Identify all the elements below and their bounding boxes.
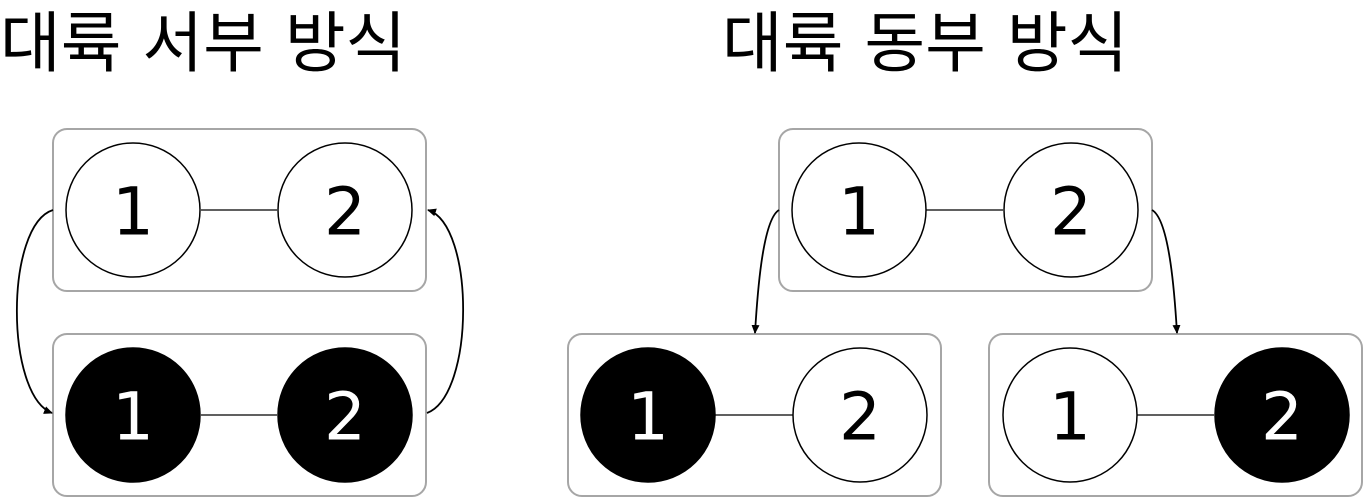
west-bottom-node-1: [65, 347, 201, 483]
west-top-node-2: [277, 142, 413, 278]
east-bottom-right-node-2: [1214, 347, 1350, 483]
east-top-node-1: [791, 142, 927, 278]
east-title: 대륙 동부 방식: [722, 5, 1128, 82]
east-bottom-left-node-2: [792, 347, 928, 483]
east-top-pair: 1 2: [778, 128, 1153, 292]
west-bottom-pair: 1 2: [52, 333, 427, 497]
east-top-node-2-label: 2: [1050, 174, 1092, 251]
west-title: 대륙 서부 방식: [0, 5, 406, 82]
east-bottom-left-node-1-label: 1: [627, 379, 669, 456]
east-bottom-left-node-1: [580, 347, 716, 483]
west-bottom-node-1-label: 1: [112, 379, 154, 456]
east-bottom-right-node-1: [1002, 347, 1138, 483]
west-top-node-2-label: 2: [324, 174, 366, 251]
west-section: 대륙 서부 방식 1 2 1 2: [0, 5, 464, 497]
west-bottom-node-2-label: 2: [324, 379, 366, 456]
east-bottom-left-pair: 1 2: [567, 333, 942, 497]
east-section: 대륙 동부 방식 1 2 1 2 1 2: [567, 5, 1363, 497]
west-top-node-1: [65, 142, 201, 278]
west-up-arrow: [426, 208, 464, 414]
east-left-down-arrow: [751, 209, 780, 334]
west-top-node-1-label: 1: [112, 174, 154, 251]
east-top-node-2: [1003, 142, 1139, 278]
east-top-node-1-label: 1: [838, 174, 880, 251]
west-top-pair: 1 2: [52, 128, 427, 292]
east-bottom-right-pair: 1 2: [988, 333, 1363, 497]
east-bottom-right-node-2-label: 2: [1261, 379, 1303, 456]
east-right-down-arrow: [1151, 209, 1181, 334]
east-bottom-left-node-2-label: 2: [839, 379, 881, 456]
west-bottom-node-2: [277, 347, 413, 483]
west-down-arrow: [16, 209, 54, 414]
east-bottom-right-node-1-label: 1: [1049, 379, 1091, 456]
